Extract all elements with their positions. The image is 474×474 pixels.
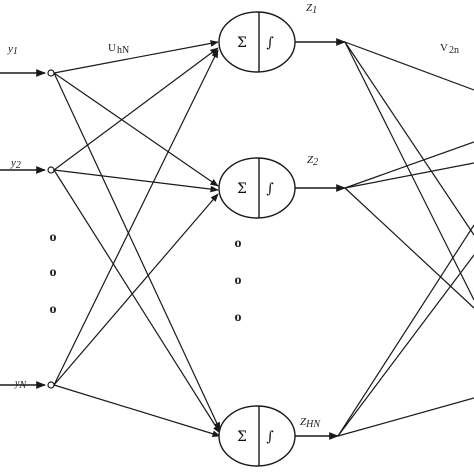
input-hidden-connections: [53, 40, 221, 437]
ellipsis-dot: o: [235, 310, 242, 325]
hidden-label-1: Z1: [306, 2, 317, 16]
hidden-node-n: Σ ∫: [218, 405, 296, 467]
edge-in-h2: [53, 193, 219, 386]
edge-i1-h2: [53, 72, 219, 187]
edge-h2-o-low: [344, 187, 474, 309]
input-lines: [0, 69, 46, 389]
hidden-label-n: ZHN: [300, 416, 321, 430]
ellipsis-dot: o: [50, 265, 57, 280]
ellipsis-dot: o: [235, 236, 242, 251]
sum-symbol: Σ: [237, 429, 247, 445]
edge-hn-o-mid: [337, 254, 474, 437]
input-ellipsis: o o o: [50, 230, 57, 317]
edge-h1-o-mid: [344, 41, 474, 236]
ellipsis-dot: o: [235, 273, 242, 288]
edge-i2-h1: [53, 47, 219, 171]
input-nodes: [47, 69, 55, 389]
hidden-label-2: Z2: [307, 154, 318, 168]
input-label-1: y1: [7, 43, 18, 57]
hidden-output-lines: [295, 38, 346, 440]
hidden-ellipsis: o o o: [235, 236, 242, 325]
edge-in-h1: [53, 49, 219, 386]
edge-i1-hn: [53, 72, 221, 431]
ellipsis-dot: o: [50, 302, 57, 317]
input-node-2: [47, 166, 55, 174]
edge-i1-h1: [53, 40, 219, 74]
input-node-n: [47, 381, 55, 389]
weight-label-u: UhN: [108, 42, 129, 56]
integral-symbol: ∫: [266, 181, 273, 197]
ellipsis-dot: o: [50, 230, 57, 245]
edge-h2-o-mid: [344, 162, 474, 189]
edge-i2-hn: [53, 169, 221, 434]
edge-h2-o-top: [344, 141, 474, 189]
hidden-output-connections: [337, 41, 474, 437]
hidden-node-2: Σ ∫: [218, 157, 296, 219]
weight-label-v: V2n: [440, 42, 459, 56]
integral-symbol: ∫: [266, 35, 273, 51]
edge-h1-o-top: [344, 41, 474, 91]
edge-hn-o-top: [337, 224, 474, 437]
edge-i2-h2: [53, 169, 219, 193]
input-label-2: y2: [10, 157, 21, 171]
input-node-1: [47, 69, 55, 77]
sum-symbol: Σ: [237, 35, 247, 51]
input-label-n: yN: [14, 378, 27, 391]
hidden-node-1: Σ ∫: [218, 11, 296, 73]
edge-hn-o-low: [337, 397, 474, 437]
edge-h1-o-low: [344, 41, 474, 301]
sum-symbol: Σ: [237, 181, 247, 197]
edge-in-hn: [53, 384, 221, 437]
integral-symbol: ∫: [266, 429, 273, 445]
